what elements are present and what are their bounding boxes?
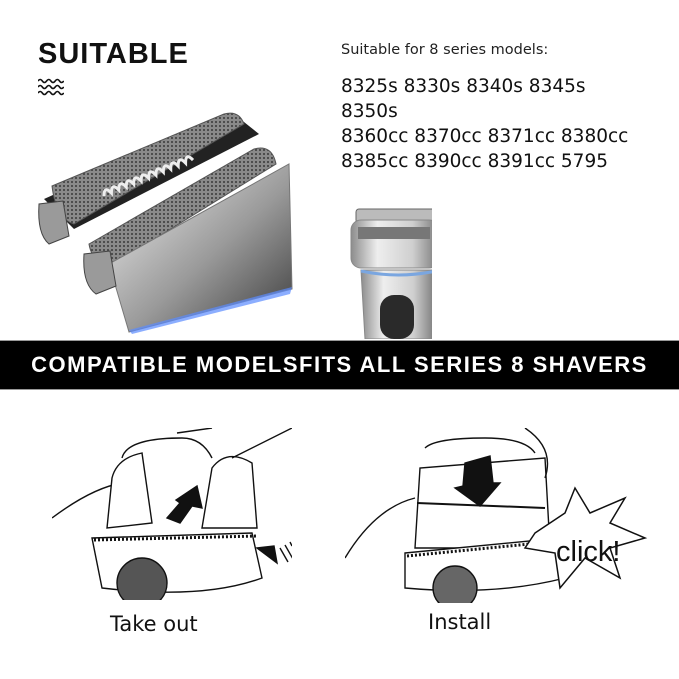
replacement-head-image — [38, 112, 293, 334]
model-line: 8325s 8330s 8340s 8345s — [341, 76, 586, 97]
model-line: 8385cc 8390cc 8391cc 5795 — [341, 151, 608, 172]
take-out-illustration — [52, 428, 292, 600]
compatibility-intro: Suitable for 8 series models: — [341, 42, 549, 58]
compatibility-banner: COMPATIBLE MODELSFITS ALL SERIES 8 SHAVE… — [0, 340, 679, 390]
model-list: 8325s 8330s 8340s 8345s 8350s 8360cc 837… — [341, 74, 628, 174]
install-caption: Install — [428, 610, 492, 634]
shaver-image — [350, 208, 432, 339]
install-illustration — [345, 428, 648, 603]
model-line: 8350s — [341, 101, 398, 122]
wave-lines-icon — [38, 78, 64, 96]
take-out-caption: Take out — [110, 612, 198, 636]
banner-text: COMPATIBLE MODELSFITS ALL SERIES 8 SHAVE… — [31, 352, 648, 377]
section-title: SUITABLE — [38, 38, 189, 70]
model-line: 8360cc 8370cc 8371cc 8380cc — [341, 126, 629, 147]
click-callout: click! — [556, 536, 621, 568]
